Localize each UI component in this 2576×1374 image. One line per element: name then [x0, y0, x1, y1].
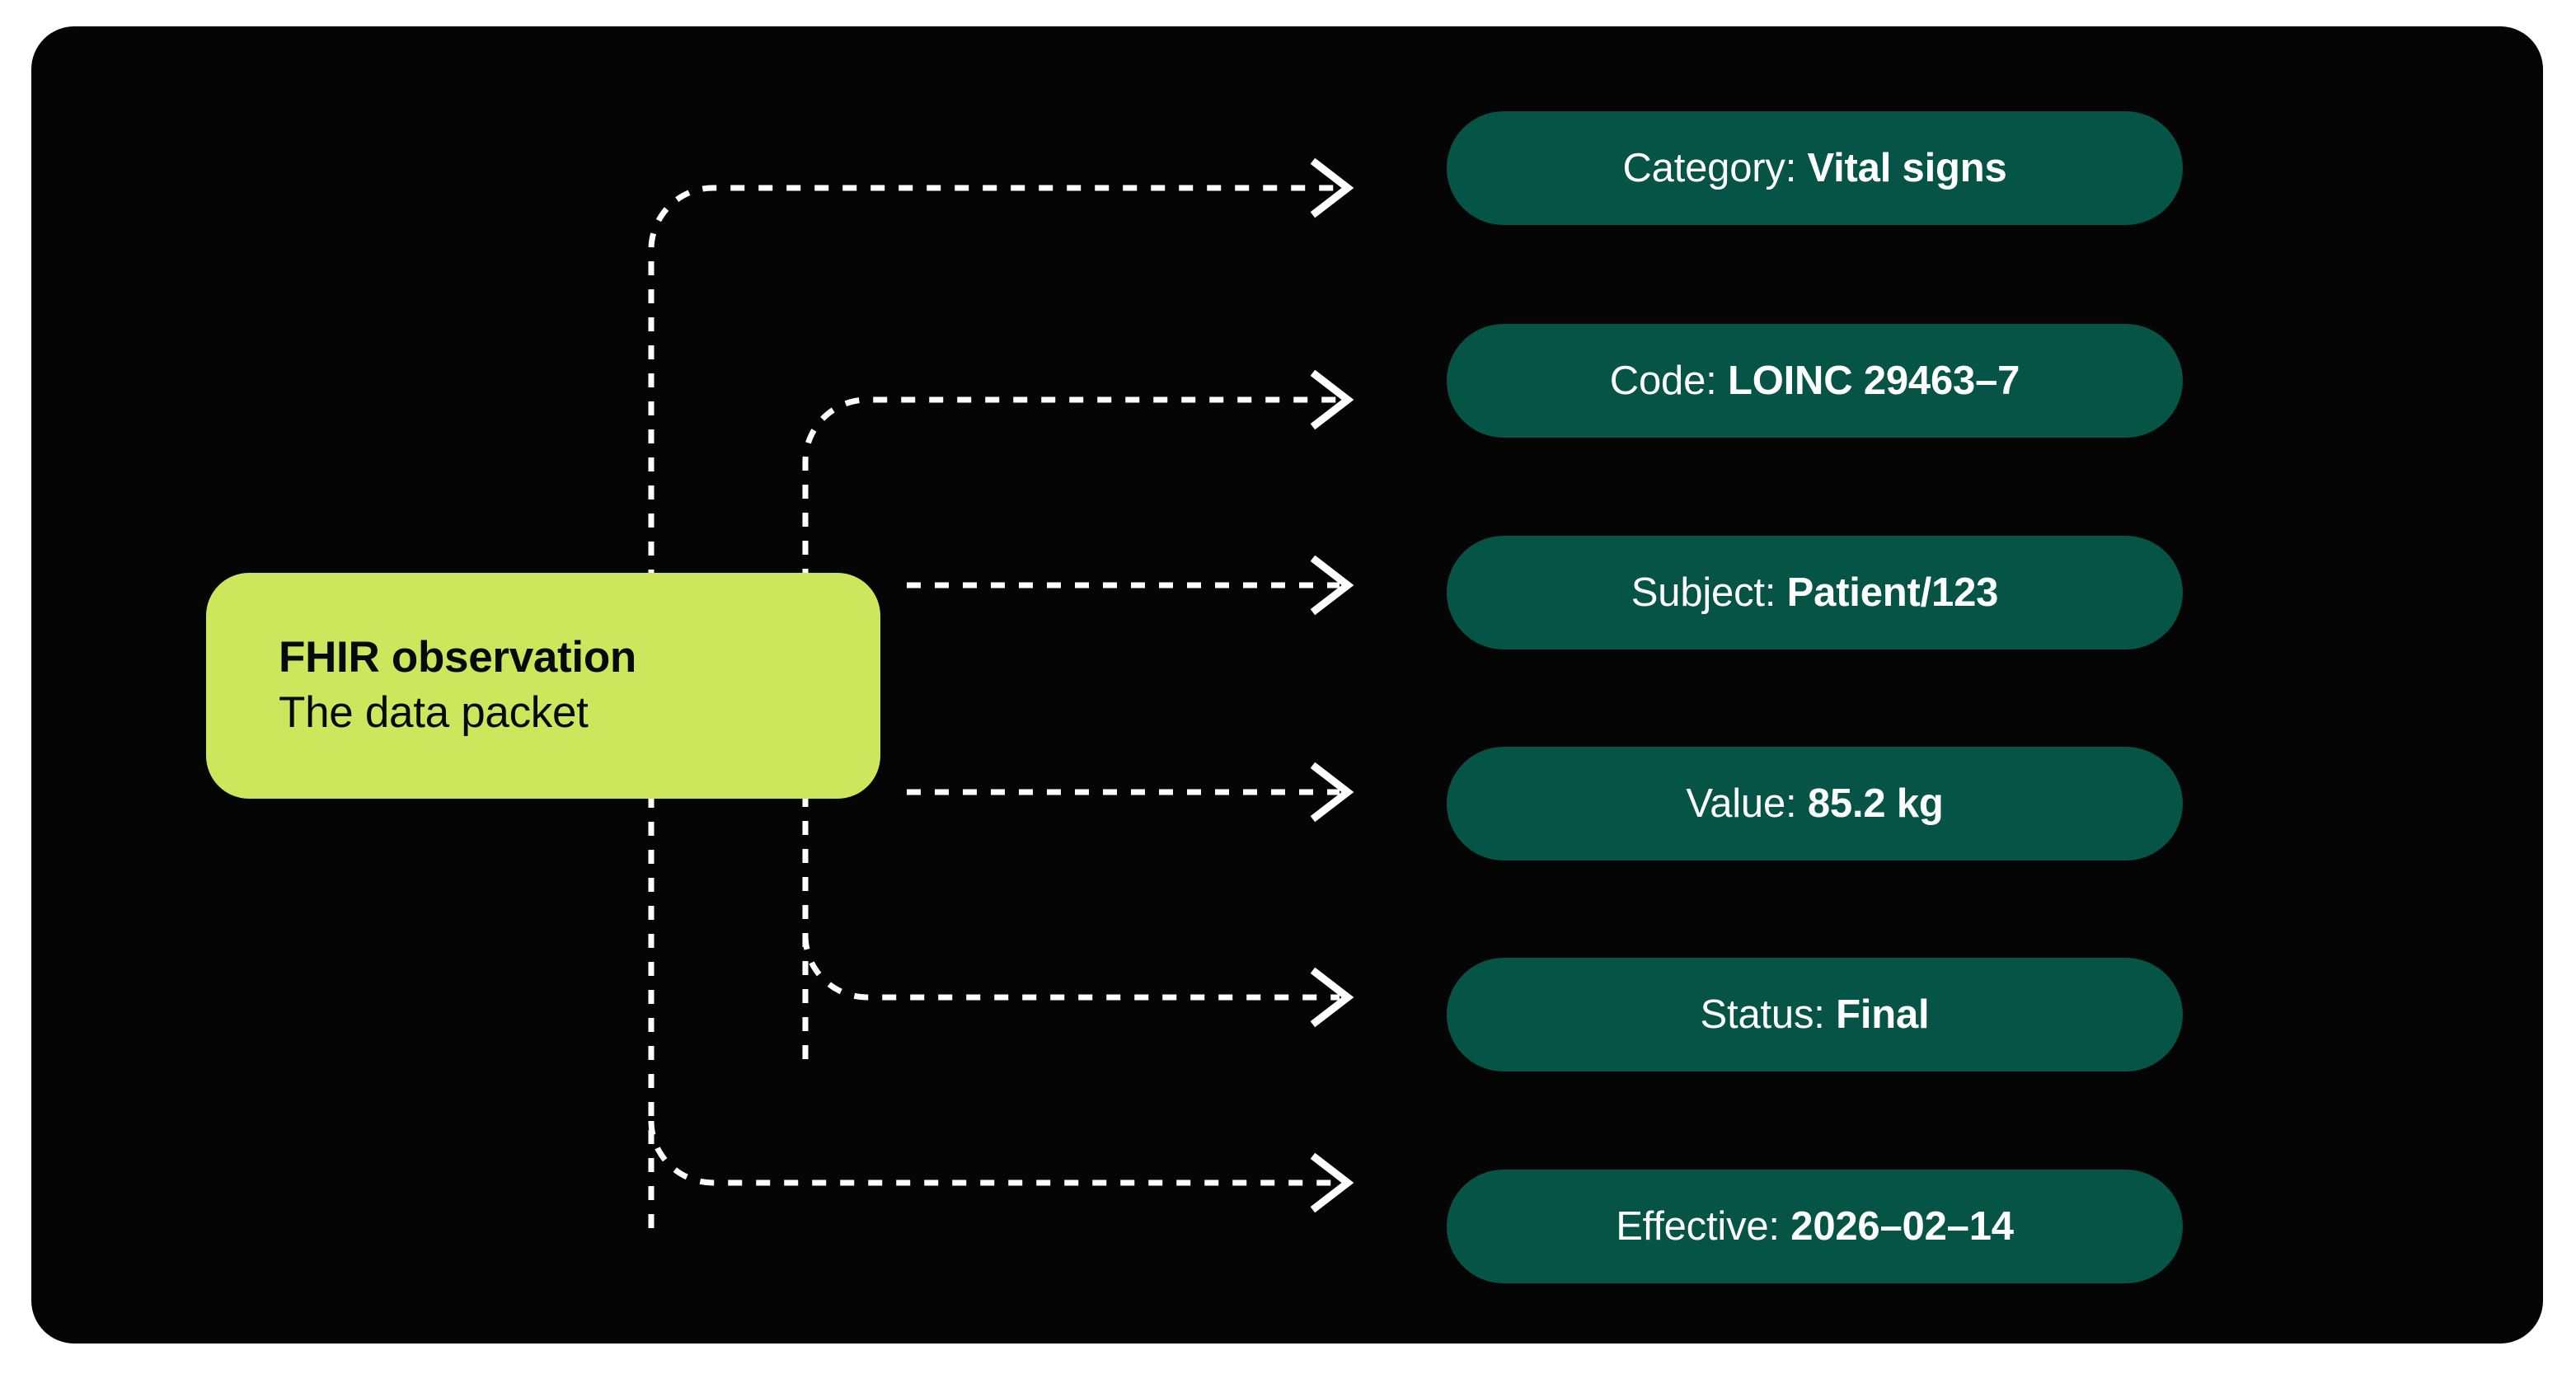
attribute-label: Code: [1609, 359, 1717, 403]
attribute-label: Value: [1686, 781, 1797, 826]
attribute-pill-code[interactable]: Code: LOINC 29463–7 [1447, 324, 2183, 438]
attribute-text: Subject: Patient/123 [1631, 570, 1999, 616]
attribute-label: Subject: [1631, 570, 1776, 615]
attribute-label: Effective: [1616, 1204, 1780, 1249]
source-node-subtitle: The data packet [279, 688, 589, 737]
attribute-value: 85.2 kg [1807, 781, 1944, 826]
attribute-label: Status: [1700, 992, 1825, 1037]
attribute-pill-subject[interactable]: Subject: Patient/123 [1447, 536, 2183, 649]
attribute-pill-value[interactable]: Value: 85.2 kg [1447, 747, 2183, 861]
attribute-value: Patient/123 [1786, 570, 1999, 615]
attribute-text: Code: LOINC 29463–7 [1610, 358, 2020, 404]
source-node[interactable]: FHIR observation The data packet [206, 573, 880, 799]
source-node-title: FHIR observation [279, 633, 636, 682]
attribute-text: Value: 85.2 kg [1686, 781, 1943, 827]
attribute-value: LOINC 29463–7 [1727, 359, 2020, 403]
attribute-value: Final [1836, 992, 1930, 1037]
attribute-text: Category: Vital signs [1622, 145, 2006, 191]
attribute-text: Effective: 2026–02–14 [1616, 1203, 2014, 1250]
attribute-value: Vital signs [1807, 146, 2007, 190]
attribute-text: Status: Final [1701, 992, 1930, 1038]
attribute-pill-category[interactable]: Category: Vital signs [1447, 111, 2183, 225]
attribute-label: Category: [1622, 146, 1797, 190]
attribute-value: 2026–02–14 [1790, 1204, 2014, 1249]
attribute-pill-effective[interactable]: Effective: 2026–02–14 [1447, 1170, 2183, 1283]
attribute-pill-status[interactable]: Status: Final [1447, 958, 2183, 1072]
